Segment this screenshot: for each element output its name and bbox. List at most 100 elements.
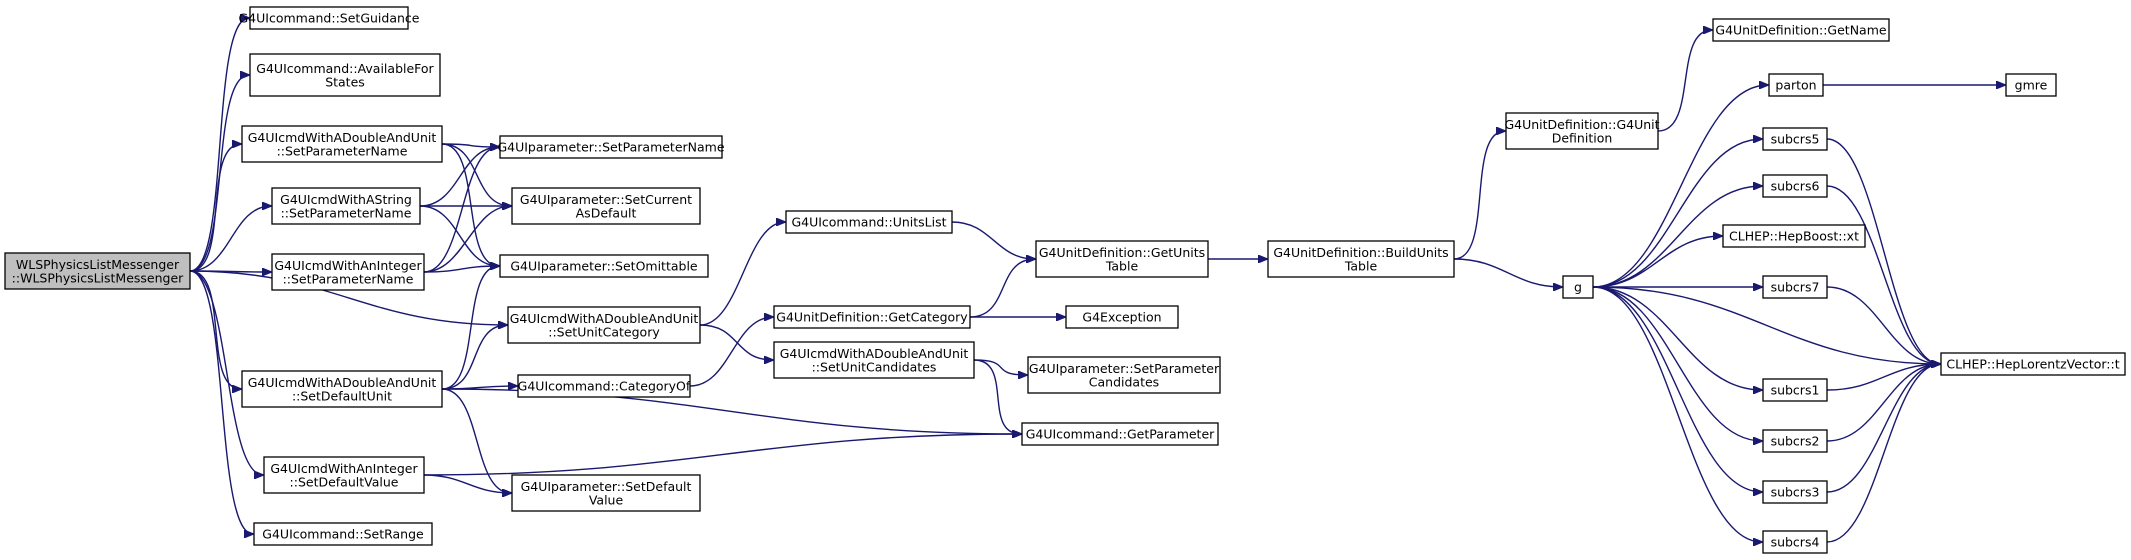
- node-adau-set-unit-candidates[interactable]: G4UIcmdWithADoubleAndUnit::SetUnitCandid…: [773, 341, 975, 379]
- node-unit-definition-ctor[interactable]: G4UnitDefinition::G4UnitDefinition: [1504, 112, 1660, 150]
- node-label-line: G4UIparameter::SetOmittable: [510, 259, 698, 274]
- edge-g-to-hep-boost-xt: [1592, 236, 1722, 288]
- node-box: [1722, 224, 1866, 248]
- node-box: [1065, 305, 1179, 329]
- edge-int-set-parameter-name-to-param-set-parameter-name: [423, 147, 499, 273]
- node-hep-boost-xt[interactable]: CLHEP::HepBoost::xt: [1722, 224, 1866, 248]
- node-label-line: AsDefault: [576, 205, 637, 220]
- node-label-line: ::SetParameterName: [283, 271, 414, 286]
- node-subcrs2[interactable]: subcrs2: [1762, 429, 1828, 453]
- edge-g-to-subcrs4: [1592, 286, 1762, 542]
- node-label-line: ::SetParameterName: [277, 143, 408, 158]
- node-param-set-parameter-name[interactable]: G4UIparameter::SetParameterName: [497, 135, 725, 159]
- node-get-category[interactable]: G4UnitDefinition::GetCategory: [773, 305, 971, 329]
- node-label-line: ::WLSPhysicsListMessenger: [12, 270, 184, 285]
- node-param-set-omittable[interactable]: G4UIparameter::SetOmittable: [499, 254, 709, 278]
- node-box: [249, 6, 409, 30]
- node-label-line: Definition: [1552, 130, 1613, 145]
- node-box: [1762, 429, 1828, 453]
- node-subcrs3[interactable]: subcrs3: [1762, 480, 1828, 504]
- node-box: [1762, 275, 1828, 299]
- node-box: [253, 522, 433, 546]
- edge-g-to-parton: [1592, 85, 1768, 288]
- edge-root-to-int-set-default-value: [189, 270, 263, 475]
- node-label-line: Table: [1344, 258, 1378, 273]
- node-subcrs4[interactable]: subcrs4: [1762, 530, 1828, 554]
- node-g4-exception[interactable]: G4Exception: [1065, 305, 1179, 329]
- edge-g-to-lorentz-vector-t: [1592, 286, 1940, 364]
- node-label-line: subcrs7: [1771, 280, 1820, 295]
- node-str-set-parameter-name[interactable]: G4UIcmdWithAString::SetParameterName: [271, 187, 421, 225]
- edge-g-to-subcrs1: [1592, 286, 1762, 390]
- edge-subcrs3-to-lorentz-vector-t: [1826, 364, 1940, 493]
- node-box: [1027, 356, 1221, 394]
- node-label-line: ::SetDefaultUnit: [292, 388, 392, 403]
- node-adau-set-parameter-name[interactable]: G4UIcmdWithADoubleAndUnit::SetParameterN…: [241, 125, 443, 163]
- node-parton[interactable]: parton: [1768, 73, 1824, 97]
- node-box: [1505, 112, 1659, 150]
- node-param-set-default-value[interactable]: G4UIparameter::SetDefaultValue: [511, 474, 701, 512]
- node-label-line: subcrs3: [1771, 485, 1820, 500]
- node-box: [1712, 18, 1890, 42]
- node-get-name[interactable]: G4UnitDefinition::GetName: [1712, 18, 1890, 42]
- node-box: [499, 254, 709, 278]
- edge-str-set-parameter-name-to-param-set-omittable: [419, 205, 499, 266]
- edge-unit-definition-ctor-to-get-name: [1657, 30, 1712, 132]
- edge-int-set-parameter-name-to-param-set-omittable: [423, 266, 499, 273]
- node-adau-set-unit-category[interactable]: G4UIcmdWithADoubleAndUnit::SetUnitCatego…: [507, 306, 701, 344]
- edge-g-to-subcrs2: [1592, 286, 1762, 441]
- node-int-set-parameter-name[interactable]: G4UIcmdWithAnInteger::SetParameterName: [271, 253, 425, 291]
- edge-adau-set-default-unit-to-param-set-omittable: [441, 266, 499, 390]
- node-label-line: Candidates: [1089, 374, 1159, 389]
- node-int-set-default-value[interactable]: G4UIcmdWithAnInteger::SetDefaultValue: [263, 456, 425, 494]
- node-label-line: G4UIcmdWithADoubleAndUnit: [248, 375, 437, 390]
- node-set-range[interactable]: G4UIcommand::SetRange: [253, 522, 433, 546]
- node-get-parameter[interactable]: G4UIcommand::GetParameter: [1021, 422, 1219, 446]
- node-label-line: CLHEP::HepBoost::xt: [1729, 229, 1859, 244]
- node-label-line: G4UIparameter::SetParameterName: [497, 140, 724, 155]
- node-label-line: subcrs2: [1771, 434, 1820, 449]
- node-category-of[interactable]: G4UIcommand::CategoryOf: [517, 374, 691, 398]
- edge-subcrs2-to-lorentz-vector-t: [1826, 364, 1940, 442]
- node-adau-set-default-unit[interactable]: G4UIcmdWithADoubleAndUnit::SetDefaultUni…: [241, 370, 443, 408]
- edge-root-to-set-guidance: [189, 18, 249, 272]
- node-label-line: G4UIcommand::UnitsList: [791, 215, 946, 230]
- edge-root-to-adau-set-parameter-name: [189, 144, 241, 272]
- edge-int-set-default-value-to-get-parameter: [423, 434, 1021, 476]
- node-box: [4, 252, 191, 290]
- node-label-line: g: [1574, 280, 1582, 295]
- node-subcrs6[interactable]: subcrs6: [1762, 174, 1828, 198]
- node-lorentz-vector-t[interactable]: CLHEP::HepLorentzVector::t: [1940, 352, 2126, 376]
- nodes-layer: WLSPhysicsListMessenger::WLSPhysicsListM…: [4, 6, 2126, 554]
- node-subcrs7[interactable]: subcrs7: [1762, 275, 1828, 299]
- node-label-line: G4Exception: [1082, 310, 1161, 325]
- node-set-guidance[interactable]: G4UIcommand::SetGuidance: [239, 6, 420, 30]
- node-label-line: G4UIcommand::SetRange: [262, 527, 424, 542]
- node-box: [499, 135, 723, 159]
- edge-units-list-to-get-units-table: [951, 221, 1035, 259]
- node-g[interactable]: g: [1562, 275, 1594, 299]
- edge-build-units-table-to-g: [1453, 258, 1562, 287]
- node-box: [1762, 127, 1828, 151]
- node-root[interactable]: WLSPhysicsListMessenger::WLSPhysicsListM…: [4, 252, 191, 290]
- edge-subcrs4-to-lorentz-vector-t: [1826, 364, 1940, 543]
- node-box: [1762, 530, 1828, 554]
- node-gmre[interactable]: gmre: [2005, 73, 2057, 97]
- edge-adau-set-parameter-name-to-param-set-current-as-default: [441, 143, 511, 206]
- node-label-line: ::SetDefaultValue: [290, 474, 399, 489]
- node-units-list[interactable]: G4UIcommand::UnitsList: [785, 210, 953, 234]
- node-subcrs1[interactable]: subcrs1: [1762, 378, 1828, 402]
- node-box: [1267, 240, 1455, 278]
- node-box: [1768, 73, 1824, 97]
- node-label-line: G4UIcmdWithADoubleAndUnit: [248, 130, 437, 145]
- node-box: [1762, 378, 1828, 402]
- edge-int-set-default-value-to-param-set-default-value: [423, 474, 511, 493]
- node-subcrs5[interactable]: subcrs5: [1762, 127, 1828, 151]
- node-box: [271, 253, 425, 291]
- node-label-line: G4UIcommand::GetParameter: [1026, 427, 1215, 442]
